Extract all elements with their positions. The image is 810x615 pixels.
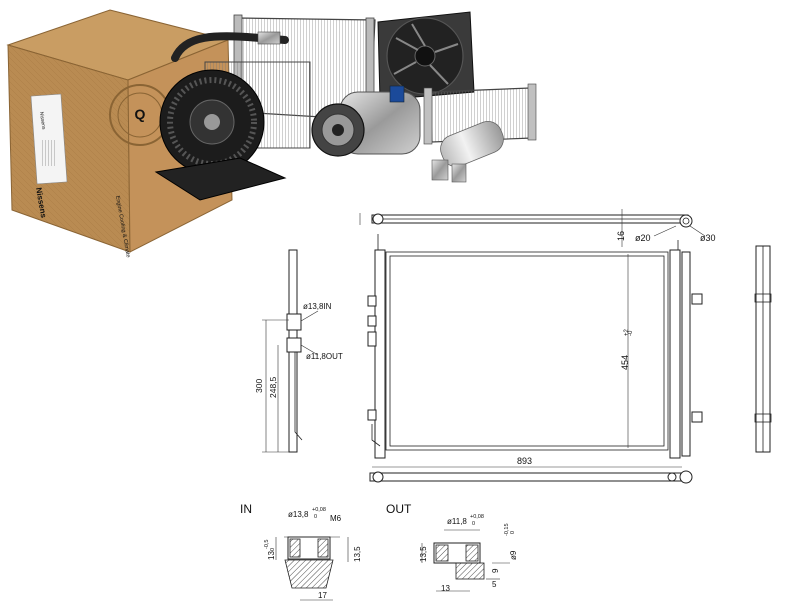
- detail-out-h9: 9: [491, 568, 500, 573]
- receiver-drier-product: [431, 121, 504, 183]
- detail-out-d9: ø9: [509, 550, 518, 560]
- dim-d30: ø30: [700, 233, 716, 243]
- right-side-view: [754, 245, 772, 453]
- blower-motor-product: [154, 61, 311, 201]
- detail-out-drawing: OUT ø11,8 +0,08 0 ø9 -0,15 0 13,5 9 5 13: [386, 502, 518, 593]
- dim-d20: ø20: [635, 233, 651, 243]
- detail-in-h13-tol2: 0: [270, 548, 276, 551]
- detail-in-drawing: IN ø13,8 +0,08 0 M6 13 -0,5 0 13,5 17: [240, 502, 362, 601]
- box-label-brand: Nissens: [38, 111, 46, 130]
- heater-core-product: [423, 83, 537, 145]
- box-label: Nissens: [30, 93, 68, 185]
- detail-out-h13-5: 13,5: [419, 546, 428, 562]
- dim-height-454: 454: [620, 355, 630, 370]
- compressor-product: [311, 85, 421, 157]
- dim-out-label: ø11,8OUT: [306, 352, 343, 361]
- detail-in-dia-tol2: 0: [314, 514, 317, 520]
- dim-16: 16: [616, 231, 626, 241]
- detail-in-w17: 17: [318, 591, 327, 600]
- detail-in-dia: ø13,8: [288, 510, 309, 519]
- detail-out-h5: 5: [492, 580, 497, 589]
- dim-width-893: 893: [517, 456, 532, 466]
- detail-out-dia-tol: +0,08: [470, 514, 484, 520]
- top-view-drawing: 16 ø20 ø30: [359, 209, 716, 247]
- dim-in-label: ø13,8IN: [303, 302, 332, 311]
- detail-out-dia: ø11,8: [447, 517, 467, 526]
- detail-out-w13: 13: [441, 584, 450, 593]
- radiator-fan-product: [377, 11, 475, 101]
- left-side-view: ø13,8IN ø11,8OUT 300 248,5: [254, 249, 343, 453]
- detail-in-h13-tol: -0,5: [264, 540, 270, 549]
- dim-height-tol-sup: +2: [624, 328, 630, 336]
- detail-in-h13: 13: [267, 551, 276, 560]
- detail-in-thread: M6: [330, 514, 342, 523]
- svg-text:Q: Q: [135, 106, 146, 122]
- dim-248-5: 248,5: [268, 376, 278, 398]
- detail-out-d9-tol2: 0: [510, 531, 516, 534]
- dim-height-tol-sub: -0: [628, 330, 634, 336]
- front-view-drawing: 454 +2 -0 893: [367, 234, 703, 484]
- hose-product: [171, 31, 289, 62]
- dim-300: 300: [254, 379, 264, 393]
- detail-in-dia-tol: +0,08: [312, 507, 326, 513]
- detail-out-dia-tol2: 0: [472, 521, 475, 527]
- detail-in-title: IN: [240, 502, 252, 516]
- detail-out-title: OUT: [386, 502, 412, 516]
- detail-out-d9-tol: -0,15: [504, 523, 510, 536]
- detail-in-h13-5: 13,5: [353, 546, 362, 562]
